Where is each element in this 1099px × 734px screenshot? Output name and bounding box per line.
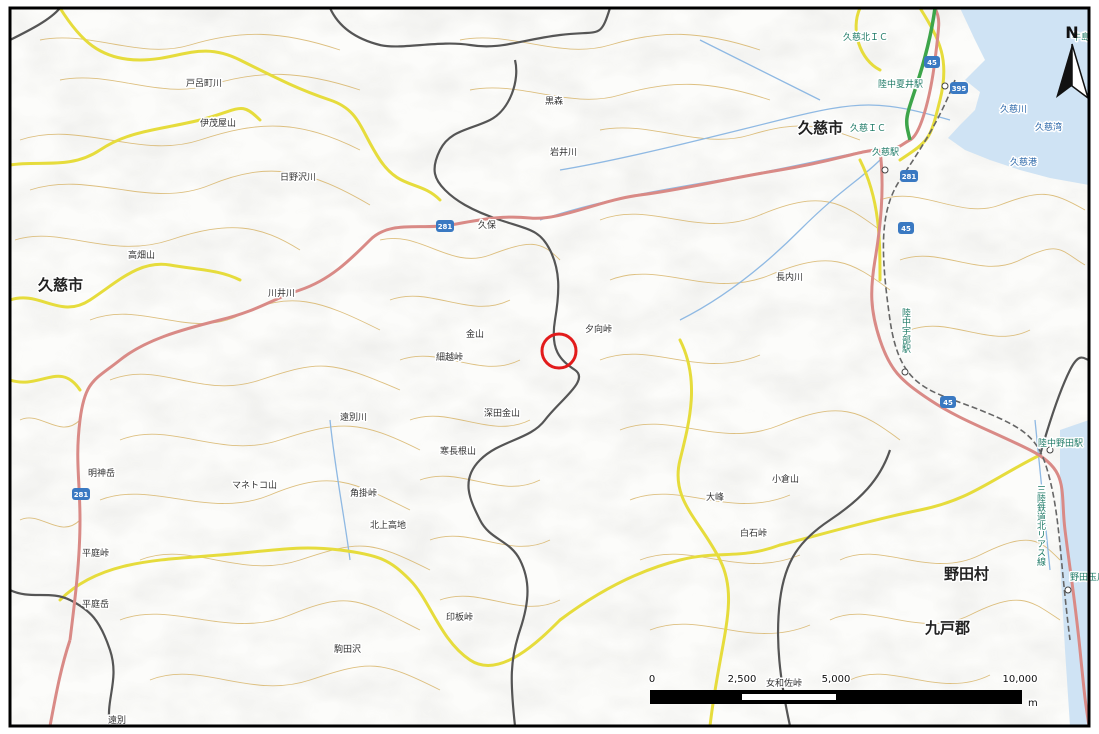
station-markers: [881, 82, 1072, 594]
svg-text:10,000: 10,000: [1003, 674, 1038, 685]
label-sanriku-railway: 三陸鉄道北リアス線: [1035, 485, 1046, 566]
svg-text:2,500: 2,500: [728, 674, 757, 685]
label-kuromori: 黒森: [545, 95, 563, 107]
label-hirabiradake: 平庭岳: [82, 598, 109, 610]
label-tobetsu-area: 遠別: [108, 714, 126, 726]
label-kunohe-district: 九戸郡: [924, 619, 970, 637]
label-tobetsu-river: 遠別川: [340, 411, 367, 423]
label-iwai-river: 岩井川: [550, 146, 577, 158]
svg-text:395: 395: [952, 85, 967, 93]
label-hirabira-pass: 平庭峠: [82, 547, 109, 559]
label-kuji-ic: 久慈ＩＣ: [850, 122, 886, 134]
coastal-sea-water: [1060, 420, 1089, 726]
label-kanayama: 金山: [466, 328, 484, 340]
route-shield: 45: [898, 222, 914, 234]
route-shield: 45: [940, 396, 956, 408]
label-kawai-river: 川井川: [268, 287, 295, 299]
label-kuji-bay: 久慈湾: [1035, 121, 1062, 133]
label-hinosawa-river: 日野沢川: [280, 171, 316, 183]
svg-text:0: 0: [649, 674, 655, 685]
label-ogurayama: 小倉山: [772, 473, 799, 485]
route-shield: 45: [924, 56, 940, 68]
label-yuhazu-pass: 夕向峠: [585, 323, 612, 335]
label-ushi: 牛島: [1072, 31, 1090, 43]
label-inohana-pass: 印板峠: [446, 611, 473, 623]
label-rikuchu-noda-station: 陸中野田駅: [1038, 437, 1083, 449]
svg-text:m: m: [1028, 698, 1038, 709]
label-kitakami-highland: 北上高地: [370, 519, 406, 531]
label-kuji-port: 久慈港: [1010, 156, 1037, 168]
route-shield: 281: [72, 488, 90, 500]
route-shield: 281: [436, 220, 454, 232]
label-shiraishi-pass: 白石峠: [740, 527, 767, 539]
svg-text:45: 45: [943, 399, 953, 407]
svg-text:45: 45: [927, 59, 937, 67]
kuji-bay-water: [948, 8, 1089, 185]
svg-text:281: 281: [438, 223, 453, 231]
svg-text:281: 281: [902, 173, 917, 181]
scale-bar: 0 2,500 5,000 10,000 m: [647, 673, 1039, 711]
municipal-boundaries: [8, 6, 1042, 728]
label-fukadakanayama: 深田金山: [484, 407, 520, 419]
label-kuji-city: 久慈市: [798, 119, 843, 137]
label-myojindake: 明神岳: [88, 467, 115, 479]
north-arrow-icon: N: [1056, 23, 1090, 100]
label-kuji-kita-ic: 久慈北ＩＣ: [843, 31, 888, 43]
expressway: [904, 7, 937, 141]
label-kuji-river-east: 久慈川: [1000, 103, 1027, 115]
label-kakubu-pass: 角掛峠: [350, 487, 377, 499]
label-noda-village: 野田村: [944, 565, 989, 583]
label-hosoki-pass: 細越峠: [436, 351, 463, 363]
label-kuji-station: 久慈駅: [872, 146, 899, 158]
label-onna-wakatoge: 女和佐峠: [766, 677, 802, 689]
location-marker-circle[interactable]: [540, 332, 578, 370]
route-shield: 281: [900, 170, 918, 182]
label-rikuchu-ube-station: 陸中宇部駅: [900, 307, 911, 354]
label-kuji-city-west: 久慈市: [38, 276, 83, 294]
label-rikuchu-natsui-station: 陸中夏井駅: [878, 78, 923, 90]
label-imoyayama: 伊茂屋山: [200, 117, 236, 129]
svg-text:N: N: [1065, 23, 1078, 42]
label-omine: 大峰: [706, 491, 724, 503]
label-kannebayama: 寒長根山: [440, 445, 476, 457]
label-osanai-river: 長内川: [776, 271, 803, 283]
route-shield: 395: [950, 82, 968, 94]
label-kakusawa: 駒田沢: [334, 643, 361, 655]
contour-lines: [14, 33, 1086, 691]
svg-text:5,000: 5,000: [822, 674, 851, 685]
label-noda-tamagawa-station: 野田玉川駅: [1070, 572, 1099, 583]
label-manetokoyama: マネトコ山: [232, 480, 277, 491]
svg-text:281: 281: [74, 491, 89, 499]
label-kuji-settlement: 久保: [478, 219, 496, 231]
label-takahatayama: 高畑山: [128, 249, 155, 261]
label-toyamachi-river: 戸呂町川: [186, 78, 222, 89]
map-frame: [8, 6, 1091, 728]
svg-text:45: 45: [901, 225, 911, 233]
